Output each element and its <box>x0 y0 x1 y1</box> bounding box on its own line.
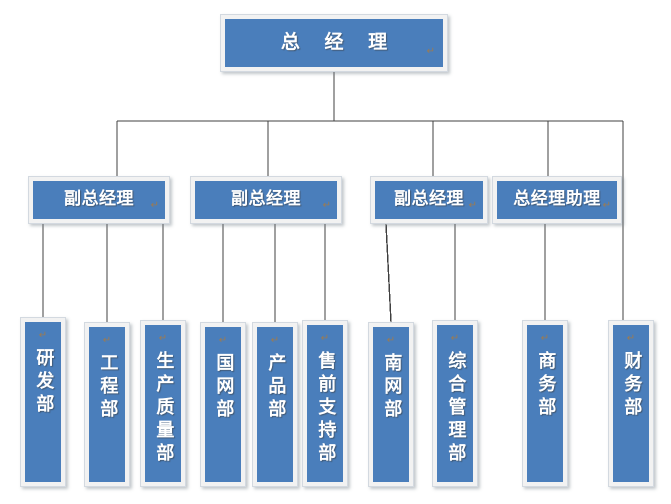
node-label: 财务部 <box>621 351 643 420</box>
node-fill: 国网部 ↵ <box>205 327 241 482</box>
node-fill: 副总经理 ↵ <box>375 181 483 219</box>
node-general-manager[interactable]: 总 经 理 ↵ <box>220 14 448 72</box>
node-label: 工程部 <box>97 353 119 422</box>
node-fill: 综合管理部 ↵ <box>437 325 473 482</box>
pilcrow-mark: ↵ <box>626 333 636 344</box>
node-fill: 生产质量部 ↵ <box>145 325 181 482</box>
node-product[interactable]: 产品部 ↵ <box>252 322 298 487</box>
node-fill: 商务部 ↵ <box>527 325 563 482</box>
pilcrow-mark: ↵ <box>270 335 280 346</box>
pilcrow-mark: ↵ <box>386 335 396 346</box>
pilcrow-mark: ↵ <box>38 330 48 341</box>
node-fill: 副总经理 ↵ <box>33 181 165 219</box>
node-fill: 南网部 ↵ <box>373 327 409 482</box>
node-qa[interactable]: 生产质量部 ↵ <box>140 320 186 487</box>
node-label: 国网部 <box>213 353 235 422</box>
node-label: 南网部 <box>381 353 403 422</box>
node-finance[interactable]: 财务部 ↵ <box>608 320 654 487</box>
pilcrow-mark: ↵ <box>540 333 550 344</box>
node-label: 产品部 <box>265 353 287 422</box>
node-label: 研发部 <box>33 348 55 417</box>
node-vgm3[interactable]: 副总经理 ↵ <box>370 176 488 224</box>
node-fill: 总 经 理 ↵ <box>225 19 443 67</box>
node-label: 总 经 理 <box>280 31 397 54</box>
node-label: 售前支持部 <box>315 351 337 466</box>
pilcrow-mark: ↵ <box>102 335 112 346</box>
node-fill: 售前支持部 ↵ <box>307 325 343 482</box>
node-eng[interactable]: 工程部 ↵ <box>84 322 130 487</box>
node-label: 综合管理部 <box>445 351 467 466</box>
node-fill: 研发部 ↵ <box>25 322 61 482</box>
node-fill: 工程部 ↵ <box>89 327 125 482</box>
node-vgm2[interactable]: 副总经理 ↵ <box>190 176 342 224</box>
node-fill: 产品部 ↵ <box>257 327 293 482</box>
node-label: 商务部 <box>535 351 557 420</box>
node-fill: 副总经理 ↵ <box>195 181 337 219</box>
node-label: 副总经理 <box>64 189 134 210</box>
node-fill: 财务部 ↵ <box>613 325 649 482</box>
pilcrow-mark: ↵ <box>322 200 331 211</box>
pilcrow-mark: ↵ <box>450 333 460 344</box>
connector-dept-drop-6 <box>385 223 392 323</box>
node-label: 副总经理 <box>394 189 464 210</box>
node-admin[interactable]: 综合管理部 ↵ <box>432 320 478 487</box>
node-label: 生产质量部 <box>153 351 175 466</box>
pilcrow-mark: ↵ <box>468 200 477 211</box>
node-csg[interactable]: 南网部 ↵ <box>368 322 414 487</box>
node-rd[interactable]: 研发部 ↵ <box>20 317 66 487</box>
node-presale[interactable]: 售前支持部 ↵ <box>302 320 348 487</box>
node-fill: 总经理助理↵ <box>497 181 617 219</box>
pilcrow-mark: ↵ <box>218 335 228 346</box>
node-business[interactable]: 商务部 ↵ <box>522 320 568 487</box>
node-agm[interactable]: 总经理助理↵ <box>492 176 622 224</box>
pilcrow-mark: ↵ <box>602 200 611 211</box>
pilcrow-mark: ↵ <box>158 333 168 344</box>
pilcrow-mark: ↵ <box>320 333 330 344</box>
node-label: 总经理助理 <box>513 189 601 210</box>
node-sgcc[interactable]: 国网部 ↵ <box>200 322 246 487</box>
pilcrow-mark: ↵ <box>150 200 159 211</box>
node-label: 副总经理 <box>231 189 301 210</box>
node-vgm1[interactable]: 副总经理 ↵ <box>28 176 170 224</box>
pilcrow-mark: ↵ <box>426 46 435 57</box>
